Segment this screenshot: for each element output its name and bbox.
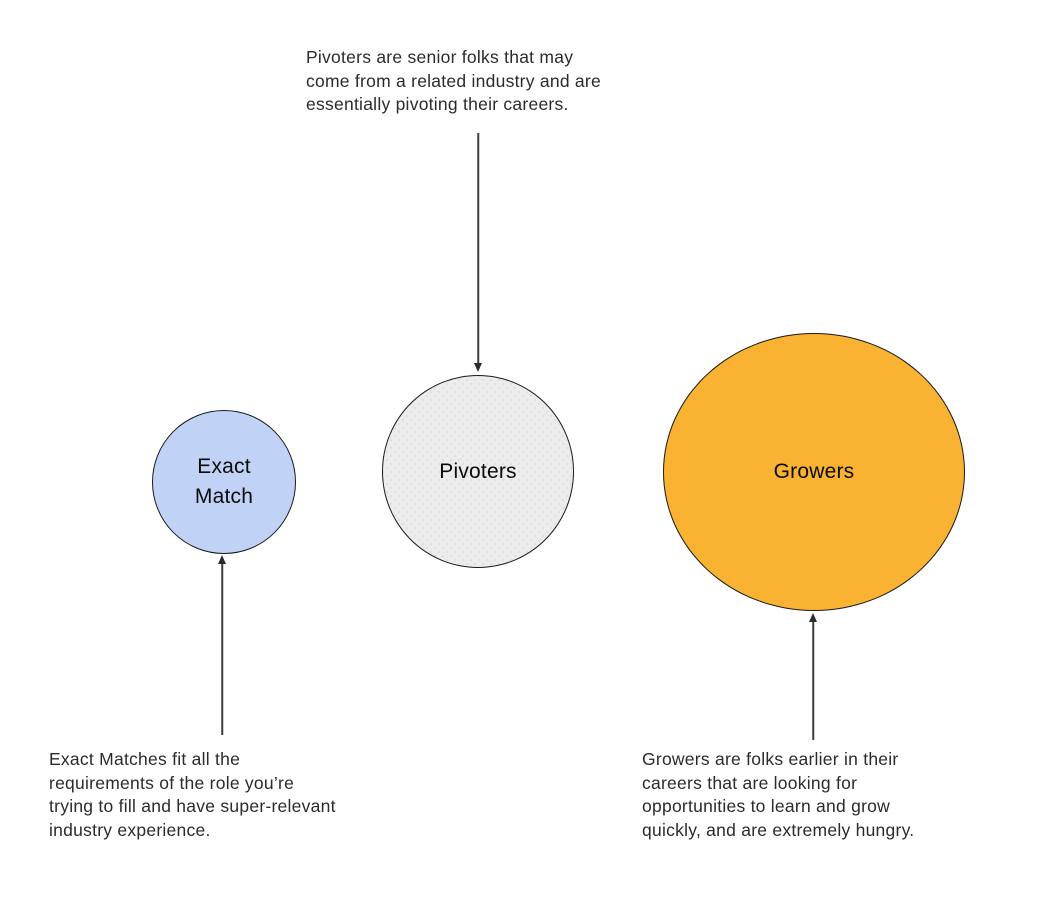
arrowhead-down-icon <box>474 363 482 372</box>
exact-match-label: Exact Match <box>194 455 254 508</box>
pivoters-annotation-arrow <box>470 133 486 372</box>
growers-annotation-arrow <box>805 613 821 740</box>
pivoters-label: Pivoters <box>439 459 517 483</box>
arrow-shaft <box>812 621 814 740</box>
arrowhead-up-icon <box>218 555 226 564</box>
growers-circle: Growers <box>663 333 965 611</box>
exact-match-annotation-arrow <box>214 555 230 735</box>
arrow-shaft <box>477 133 479 364</box>
arrowhead-up-icon <box>809 613 817 622</box>
arrow-shaft <box>221 563 223 735</box>
growers-label: Growers <box>773 460 855 484</box>
pivoters-annotation: Pivoters are senior folks that may come … <box>306 47 601 114</box>
exact-match-circle: Exact Match <box>152 410 296 554</box>
pivoters-circle: Pivoters <box>382 375 574 568</box>
exact-match-annotation: Exact Matches fit all the requirements o… <box>49 749 336 840</box>
growers-annotation: Growers are folks earlier in their caree… <box>642 749 915 840</box>
